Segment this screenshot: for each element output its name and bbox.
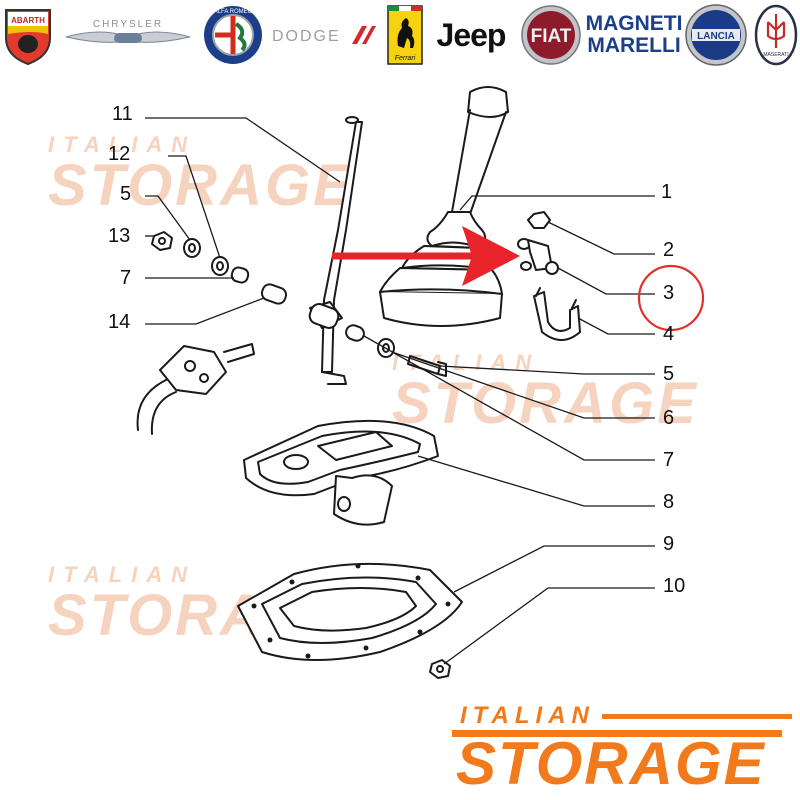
logo-rule-top [602,714,792,719]
logo-line2: STORAGE [456,730,766,797]
part-nut-10 [429,659,451,679]
jeep-text: Jeep [436,16,507,53]
magneti-marelli-logo: MAGNETI MARELLI [585,4,683,66]
part-washer-12 [211,256,229,276]
jeep-logo: Jeep [428,4,514,66]
maserati-text: MASERATI [763,52,788,58]
dodge-text: DODGE [272,28,341,45]
abarth-logo: ABARTH [2,4,54,66]
part-linkage-cable [136,343,255,435]
callout-5-left: 5 [120,183,132,205]
callout-4: 4 [663,323,675,345]
logo-rule-main [452,730,782,737]
part-gasket-9 [237,562,463,661]
callout-13: 13 [108,225,131,247]
abarth-text: ABARTH [11,16,45,25]
dodge-logo: DODGE [270,4,376,66]
ferrari-text: Ferrari [395,55,416,62]
part-nut-13 [151,231,173,251]
chrysler-text: CHRYSLER [93,19,163,30]
part-nut-2 [527,211,551,229]
part-sleeve-rod [308,303,340,329]
callout-3: 3 [663,282,675,304]
callout-7-left: 7 [120,267,132,289]
magneti-text: MAGNETI [585,12,683,35]
marelli-text: MARELLI [587,34,681,57]
callout-14: 14 [108,311,131,333]
callout-2: 2 [663,239,675,261]
fiat-logo: FIAT [520,4,582,66]
callout-8: 8 [663,491,675,513]
part-washer-5-left [183,238,201,258]
italian-storage-logo: ITALIAN STORAGE [452,700,792,795]
part-sleeve-14 [260,283,288,305]
callout-9: 9 [663,533,675,555]
callout-5-right: 5 [663,363,675,385]
leader-lines [145,117,655,665]
callout-7-right: 7 [663,449,675,471]
part-housing-8 [243,419,439,526]
part-gear-lever [379,86,509,327]
highlight-circle-part-3 [637,264,705,332]
callout-6: 6 [663,407,675,429]
chrysler-logo: CHRYSLER [62,4,194,66]
part-bushing-7-left [230,266,250,284]
pointer-arrow [332,226,520,286]
callout-11: 11 [112,103,133,125]
lancia-logo: LANCIA [684,4,748,66]
part-bushing-7-right [345,324,365,342]
callout-12: 12 [108,143,131,165]
alfa-romeo-logo: ALFA ROMEO [202,4,264,66]
callout-10: 10 [663,575,686,597]
brand-logo-bar: ABARTH CHRYSLER ALFA ROMEO DODGE [0,0,800,70]
lancia-text: LANCIA [697,31,735,42]
callout-1: 1 [661,181,673,203]
part-selector-rod [309,116,363,385]
part-clamp-4 [533,287,581,341]
logo-line1: ITALIAN [460,702,595,729]
ferrari-logo: Ferrari [386,4,424,66]
part-bracket-3 [517,238,559,275]
maserati-logo: MASERATI [754,4,798,66]
alfa-romeo-text: ALFA ROMEO [214,9,253,15]
fiat-text: FIAT [531,26,572,47]
